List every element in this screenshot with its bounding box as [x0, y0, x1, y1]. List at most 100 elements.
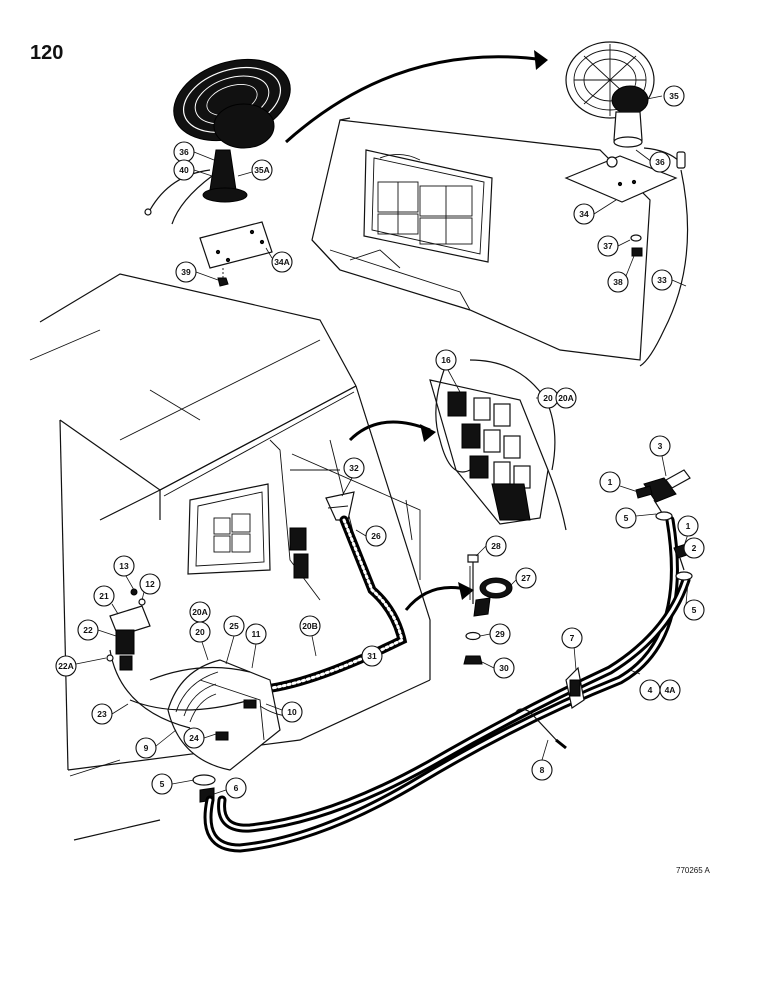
callout-29: 29: [479, 623, 511, 645]
svg-text:16: 16: [441, 355, 451, 365]
callout-20a-left: 20A: [189, 601, 211, 623]
svg-text:25: 25: [229, 621, 239, 631]
callout-35: 35: [641, 85, 685, 107]
switch-panel-assembly: [429, 359, 567, 531]
callout-20-left: 20: [189, 621, 211, 661]
svg-text:1: 1: [686, 521, 691, 531]
svg-text:20A: 20A: [558, 393, 574, 403]
svg-text:11: 11: [252, 629, 261, 639]
callout-26: 26: [355, 525, 387, 547]
svg-text:26: 26: [371, 531, 381, 541]
callout-5-left: 5: [151, 773, 195, 795]
svg-text:5: 5: [624, 513, 629, 523]
svg-text:38: 38: [613, 277, 623, 287]
callout-23: 23: [91, 703, 129, 725]
heater-hose-4a-highlight: [220, 578, 688, 830]
callout-35a: 35A: [237, 159, 273, 181]
relocation-arrow-middle: [348, 420, 431, 442]
callout-10: 10: [265, 701, 303, 723]
callout-27: 27: [509, 567, 537, 589]
callout-13: 13: [113, 555, 135, 591]
callout-36-right: 36: [635, 149, 671, 173]
heater-hose-4-highlight: [206, 518, 676, 850]
callout-38: 38: [607, 255, 635, 293]
svg-text:27: 27: [521, 573, 531, 583]
callout-2: 2: [683, 537, 705, 559]
callout-40: 40: [173, 159, 213, 181]
callout-34: 34: [573, 199, 617, 225]
svg-text:28: 28: [491, 541, 501, 551]
svg-text:33: 33: [657, 275, 667, 285]
svg-text:9: 9: [144, 743, 149, 753]
relocation-arrow-top: [285, 55, 546, 144]
callout-16: 16: [435, 349, 461, 393]
callout-22a: 22A: [55, 655, 107, 677]
water-valve-assembly: [635, 469, 693, 581]
svg-text:29: 29: [495, 629, 505, 639]
svg-text:20A: 20A: [192, 607, 208, 617]
svg-text:5: 5: [160, 779, 165, 789]
cab-lower-body: [29, 273, 431, 841]
callout-1-bottom: 1: [677, 515, 699, 547]
svg-text:20B: 20B: [302, 621, 318, 631]
conduit-hose-detail: [248, 518, 404, 692]
callout-30: 30: [481, 657, 515, 679]
callout-32: 32: [341, 457, 365, 497]
callout-33: 33: [651, 269, 687, 291]
svg-text:36: 36: [179, 147, 189, 157]
svg-text:2: 2: [692, 543, 697, 553]
svg-text:6: 6: [234, 783, 239, 793]
svg-text:34A: 34A: [274, 257, 290, 267]
callout-34a: 34A: [265, 247, 293, 273]
callout-21: 21: [93, 585, 119, 615]
clamp-hardware: [463, 554, 513, 665]
callout-3: 3: [649, 435, 671, 477]
svg-text:23: 23: [97, 709, 107, 719]
svg-text:10: 10: [287, 707, 297, 717]
svg-text:20: 20: [543, 393, 553, 403]
arrow-head-icon: [420, 424, 436, 442]
svg-text:20: 20: [195, 627, 205, 637]
callout-37: 37: [597, 235, 631, 257]
svg-text:5: 5: [692, 605, 697, 615]
cab-upper-right: [311, 41, 689, 367]
svg-text:36: 36: [655, 157, 665, 167]
callout-20-right: 20: [536, 387, 559, 409]
arrow-head-icon: [534, 50, 548, 70]
callout-5-right: 5: [683, 581, 705, 621]
svg-text:22A: 22A: [58, 661, 74, 671]
page-number: 120: [30, 42, 64, 64]
callout-4: 4: [629, 669, 661, 701]
svg-text:39: 39: [181, 267, 191, 277]
svg-text:40: 40: [179, 165, 189, 175]
svg-text:7: 7: [570, 633, 575, 643]
svg-text:34: 34: [579, 209, 589, 219]
arrow-head-icon: [458, 582, 474, 600]
svg-text:24: 24: [189, 733, 199, 743]
callout-4a: 4A: [659, 679, 681, 701]
callout-11: 11: [245, 623, 267, 669]
fan-assembly-left: [144, 58, 291, 287]
callout-7: 7: [561, 627, 583, 671]
callout-20a-right: 20A: [555, 387, 577, 409]
svg-text:1: 1: [608, 477, 613, 487]
svg-text:13: 13: [119, 561, 129, 571]
svg-text:32: 32: [349, 463, 359, 473]
svg-text:12: 12: [145, 579, 155, 589]
callout-28: 28: [475, 535, 507, 557]
svg-text:21: 21: [99, 591, 109, 601]
hose-bracket: [515, 666, 585, 750]
callout-12: 12: [139, 573, 161, 601]
svg-text:3: 3: [658, 441, 663, 451]
callout-20b: 20B: [299, 615, 321, 657]
callout-9: 9: [135, 729, 177, 759]
svg-text:4A: 4A: [665, 685, 676, 695]
callout-22: 22: [77, 619, 117, 641]
callout-39: 39: [175, 261, 219, 283]
callout-8: 8: [531, 739, 553, 781]
callout-24: 24: [183, 727, 217, 749]
svg-text:37: 37: [603, 241, 613, 251]
drawing-reference-number: 770265 A: [676, 866, 710, 875]
